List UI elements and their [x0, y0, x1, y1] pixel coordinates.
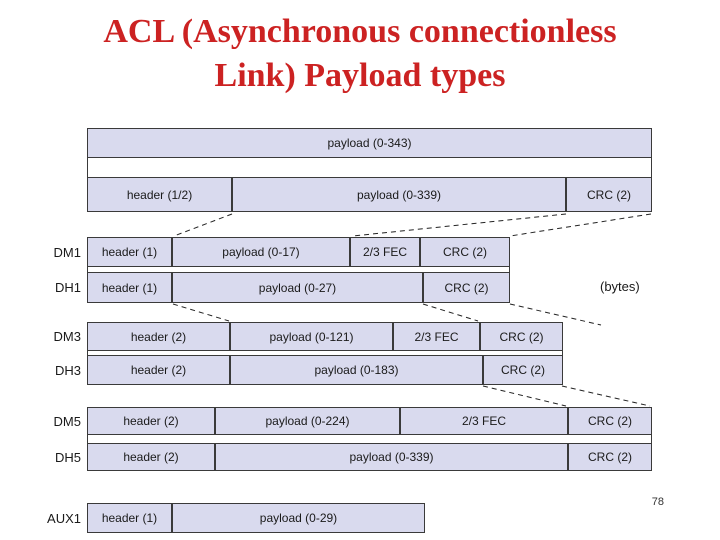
dm1-fec-box: 2/3 FEC: [350, 237, 420, 267]
dh1-row-label: DH1: [54, 280, 81, 295]
dm5-fec-box: 2/3 FEC: [400, 407, 568, 435]
connector-line: [352, 213, 567, 237]
connector-line: [509, 213, 652, 237]
dm5-row-label: DM5: [53, 413, 81, 429]
dm5-crc-box: CRC (2): [568, 407, 652, 435]
slide-title-line-1: ACL (Asynchronous connectionless: [103, 13, 617, 50]
dh5-payload-box: payload (0-339): [215, 443, 568, 471]
dh3-crc-box: CRC (2): [483, 355, 563, 385]
dh1-payload-box: payload (0-27): [172, 272, 423, 303]
dm1-crc-box: CRC (2): [420, 237, 510, 267]
connector-line: [482, 385, 567, 407]
aux1-payload-box: payload (0-29): [172, 503, 425, 533]
general-payload-total-box: payload (0-343): [87, 128, 652, 158]
general-crc-box: CRC (2): [566, 177, 652, 212]
connector-line: [422, 303, 479, 322]
aux1-header-box: header (1): [87, 503, 172, 533]
dm1-payload-box: payload (0-17): [172, 237, 350, 267]
connector-line: [172, 303, 230, 322]
dm5-payload-box: payload (0-224): [215, 407, 400, 435]
page-number: 78: [651, 496, 664, 508]
dm3-payload-box: payload (0-121): [230, 322, 393, 351]
dh5-header-box: header (2): [87, 443, 215, 471]
dh1-crc-box: CRC (2): [423, 272, 510, 303]
dh1-header-box: header (1): [87, 272, 172, 303]
connector-line: [561, 385, 651, 407]
bytes-unit-label: (bytes): [600, 279, 640, 294]
dm1-header-box: header (1): [87, 237, 172, 267]
dm3-row-label: DM3: [53, 329, 81, 344]
dm3-header-box: header (2): [87, 322, 230, 351]
dm3-crc-box: CRC (2): [480, 322, 563, 351]
dm3-fec-box: 2/3 FEC: [393, 322, 480, 351]
general-payload-box: payload (0-339): [232, 177, 566, 212]
dh5-crc-box: CRC (2): [568, 443, 652, 471]
dm5-header-box: header (2): [87, 407, 215, 435]
dh3-row-label: DH3: [54, 362, 81, 378]
dh5-row-label: DH5: [54, 449, 81, 465]
dh3-payload-box: payload (0-183): [230, 355, 483, 385]
dh3-header-box: header (2): [87, 355, 230, 385]
slide-title-line-2: Link) Payload types: [214, 57, 506, 94]
connector-line: [173, 213, 233, 237]
aux1-row-label: AUX1: [47, 510, 81, 526]
dm1-row-label: DM1: [53, 244, 81, 260]
general-header-box: header (1/2): [87, 177, 232, 212]
slide-title: ACL (Asynchronous connectionless Link) P…: [0, 10, 720, 98]
